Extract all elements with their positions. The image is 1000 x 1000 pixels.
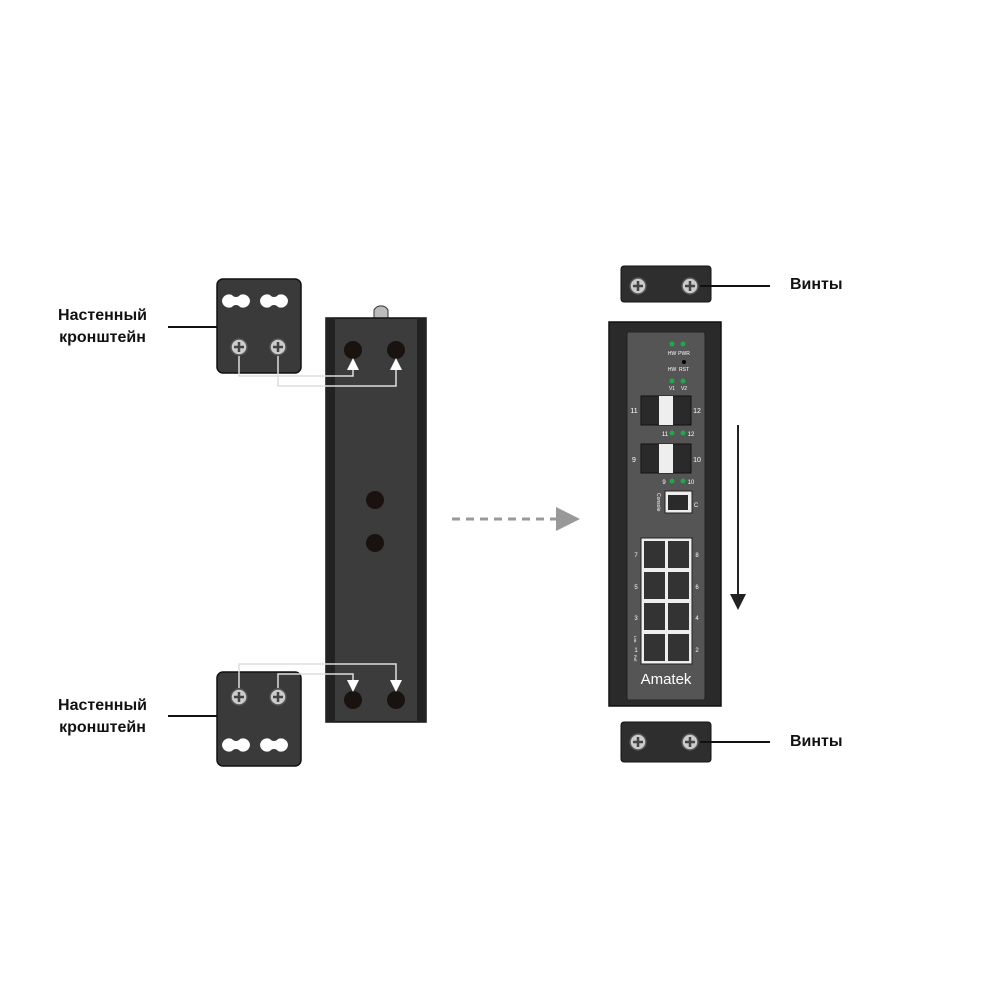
wall-bracket-bottom xyxy=(216,671,302,767)
port-label: 7 xyxy=(634,553,638,559)
screw-icon xyxy=(628,732,648,752)
screws-label-top: Винты xyxy=(790,276,843,293)
port-label: 9 xyxy=(632,457,636,464)
bracket-label-bottom: Настенный кронштейн xyxy=(40,695,165,739)
switch-side-view xyxy=(325,305,427,723)
port-label: 12 xyxy=(693,408,701,415)
port-label: 10 xyxy=(693,457,701,464)
led-label: HW xyxy=(668,367,677,373)
screw-icon xyxy=(680,732,700,752)
poe-label: PoE xyxy=(633,655,637,662)
led-label: PWR xyxy=(678,351,690,357)
screw-icon xyxy=(680,276,700,296)
led-label: V1 xyxy=(669,386,675,392)
port-label: 11 xyxy=(630,408,637,415)
label-line: Настенный xyxy=(58,307,147,324)
port-label: 8 xyxy=(695,553,699,559)
screws-label-bottom: Винты xyxy=(790,733,843,750)
port-label: 5 xyxy=(634,585,638,591)
led-label: 11 xyxy=(662,432,669,438)
label-line: Настенный xyxy=(58,697,147,714)
led-label: 12 xyxy=(688,432,695,438)
port-label: 6 xyxy=(695,585,699,591)
led-label: 9 xyxy=(662,480,666,486)
screw-icon xyxy=(628,276,648,296)
led-label: RST xyxy=(679,367,689,373)
screw-alignment-arrows xyxy=(238,356,402,692)
reset-button[interactable] xyxy=(682,360,686,364)
led-label: V2 xyxy=(681,386,687,392)
port-label: 3 xyxy=(634,616,638,622)
link-label: Link xyxy=(633,636,637,643)
bracket-label-top: Настенный кронштейн xyxy=(40,305,165,349)
label-line: кронштейн xyxy=(59,329,146,346)
wall-bracket-top xyxy=(216,278,302,374)
console-port-label: C xyxy=(694,503,699,509)
port-label: 1 xyxy=(634,648,638,654)
led-label: 10 xyxy=(688,480,695,486)
port-label: 4 xyxy=(695,616,699,622)
led-label: HW xyxy=(668,351,677,357)
brand-logo: Amatek xyxy=(641,671,692,688)
switch-front-view: HW PWR HW RST V1 V2 11 12 11 12 9 10 9 1… xyxy=(608,265,722,763)
port-label: 2 xyxy=(695,648,699,654)
label-line: кронштейн xyxy=(59,719,146,736)
console-label: Console xyxy=(655,493,661,512)
